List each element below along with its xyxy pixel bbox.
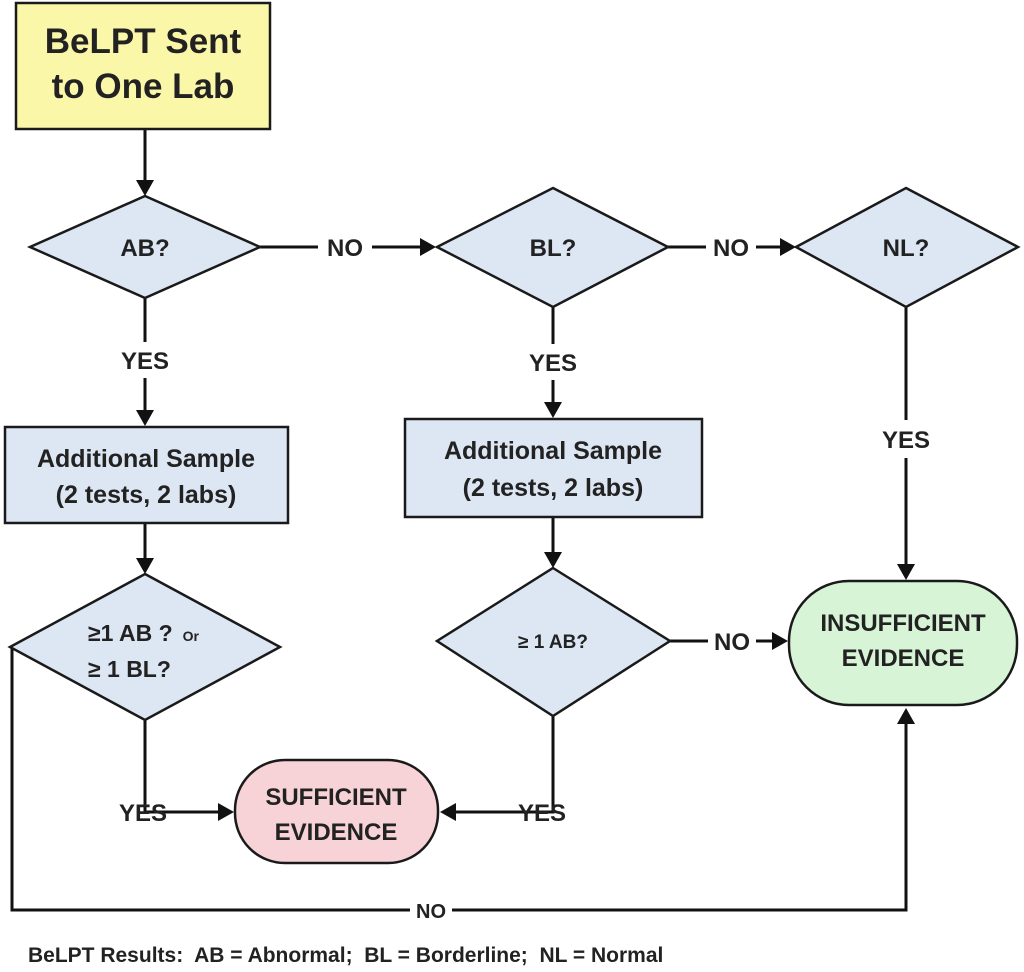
terminal-sufficient-line2: EVIDENCE xyxy=(275,819,398,846)
decision-left-test: ≥1 AB ? Or ≥ 1 BL? xyxy=(7,572,283,722)
left-test-ab-text: 1 AB ? xyxy=(101,620,173,646)
arrowhead-insufficient-bottom xyxy=(897,708,915,724)
decision-right-test: ≥ 1 AB? xyxy=(434,566,673,718)
label-ab-to-bl-no: NO xyxy=(327,235,363,262)
process-left: Additional Sample (2 tests, 2 labs) xyxy=(3,425,290,525)
terminal-sufficient-line1: SUFFICIENT xyxy=(265,784,407,811)
arrowhead-ab xyxy=(136,180,154,196)
decision-left-test-line2: ≥ 1 BL? xyxy=(88,656,171,682)
process-right-line2: (2 tests, 2 labs) xyxy=(463,474,644,502)
decision-left-test-line1: ≥1 AB ? Or xyxy=(88,620,200,646)
process-right: Additional Sample (2 tests, 2 labs) xyxy=(403,417,704,519)
start-label-line2: to One Lab xyxy=(52,67,235,106)
process-right-box xyxy=(403,417,704,519)
decision-nl: NL? xyxy=(793,186,1021,309)
left-test-bl-text: 1 BL? xyxy=(101,656,171,682)
ge-symbol-1: ≥ xyxy=(88,620,101,646)
edge-right-test-yes xyxy=(512,716,555,814)
process-left-box xyxy=(3,425,290,525)
label-left-test-yes: YES xyxy=(119,800,167,827)
process-left-line2: (2 tests, 2 labs) xyxy=(56,481,237,509)
decision-left-test-shape xyxy=(7,572,283,722)
terminal-sufficient: SUFFICIENT EVIDENCE xyxy=(233,758,440,865)
left-test-or-text: Or xyxy=(183,628,200,644)
process-right-line1: Additional Sample xyxy=(444,437,662,465)
terminal-insufficient-line1: INSUFFICIENT xyxy=(820,610,986,637)
arrowhead-right-process xyxy=(544,402,562,418)
arrowhead-right-test xyxy=(544,552,562,568)
label-nl-yes: YES xyxy=(882,427,930,454)
terminal-insufficient-line2: EVIDENCE xyxy=(842,645,965,672)
decision-right-test-label: ≥ 1 AB? xyxy=(518,632,588,653)
arrowhead-sufficient-right xyxy=(440,803,456,821)
decision-ab: AB? xyxy=(26,194,264,300)
edge-bottom-no xyxy=(10,648,410,912)
label-right-test-yes: YES xyxy=(518,800,566,827)
edge-bottom-no-b xyxy=(452,724,908,912)
edge-labels: NO NO YES YES YES NO YES YES NO xyxy=(119,235,930,923)
decision-ab-shape xyxy=(26,194,264,300)
decision-ab-label: AB? xyxy=(120,235,169,262)
start-node: BeLPT Sent to One Lab xyxy=(14,1,272,131)
arrowhead-left-process xyxy=(136,410,154,426)
decision-nl-shape xyxy=(793,186,1021,309)
label-bl-to-nl-no: NO xyxy=(713,235,749,262)
ge-symbol-2: ≥ xyxy=(88,656,101,682)
arrowhead-insufficient-top xyxy=(897,564,915,580)
decision-nl-label: NL? xyxy=(883,235,930,262)
decision-bl: BL? xyxy=(434,186,671,309)
decision-bl-shape xyxy=(434,186,671,309)
label-ab-yes: YES xyxy=(121,348,169,375)
label-bl-yes: YES xyxy=(529,350,577,377)
start-label-line1: BeLPT Sent xyxy=(45,22,242,61)
arrowhead-bl xyxy=(420,238,436,256)
label-bottom-no: NO xyxy=(416,901,446,923)
start-box xyxy=(14,1,272,131)
terminal-insufficient-shape xyxy=(787,579,1019,707)
edge-left-test-yes xyxy=(143,720,174,814)
decision-bl-label: BL? xyxy=(530,235,577,262)
legend-text: BeLPT Results: AB = Abnormal; BL = Borde… xyxy=(28,944,663,967)
connectors xyxy=(10,130,915,912)
arrowhead-nl xyxy=(780,238,796,256)
right-test-ab-text: 1 AB? xyxy=(528,632,587,653)
ge-symbol-3: ≥ xyxy=(518,632,528,653)
terminal-insufficient: INSUFFICIENT EVIDENCE xyxy=(787,579,1019,707)
arrowhead-sufficient-left xyxy=(218,803,234,821)
label-right-test-no: NO xyxy=(714,629,750,656)
arrowhead-left-test xyxy=(136,558,154,574)
terminal-sufficient-shape xyxy=(233,758,440,865)
decision-right-test-shape xyxy=(434,566,673,718)
process-left-line1: Additional Sample xyxy=(37,445,255,473)
arrowhead-insufficient-left xyxy=(772,632,788,650)
